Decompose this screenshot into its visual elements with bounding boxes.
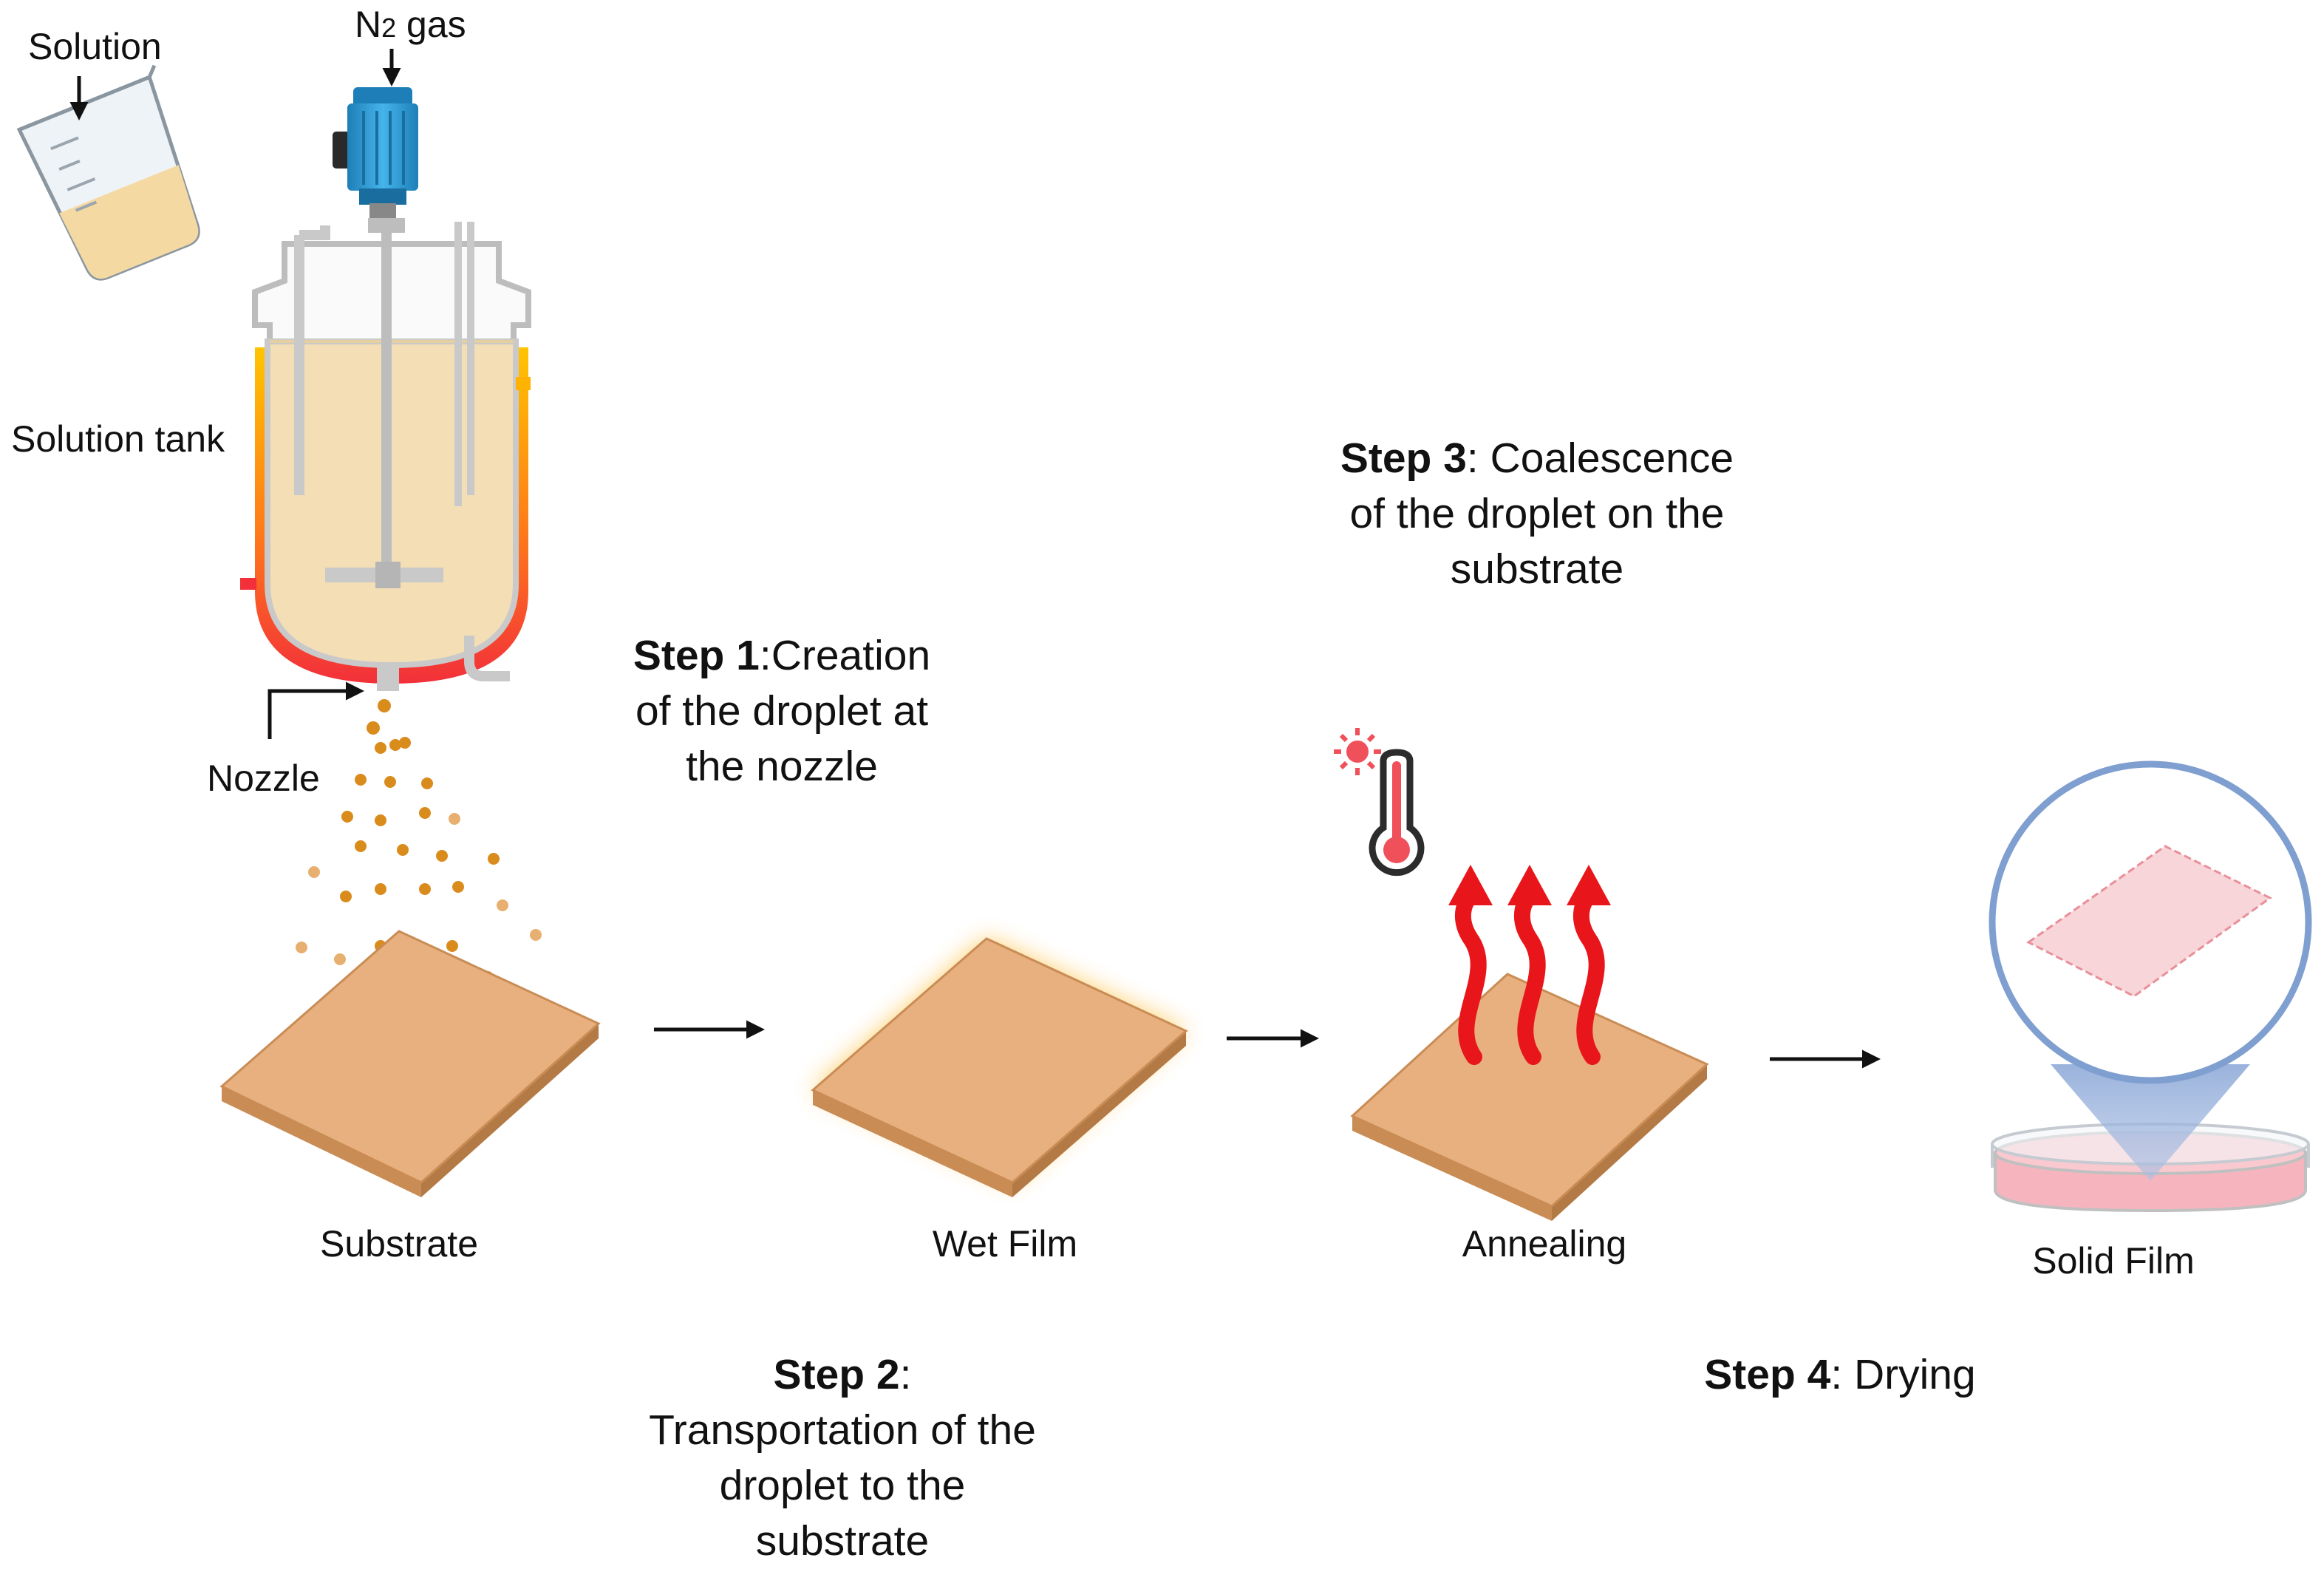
solution-tank	[240, 218, 531, 691]
heat-arrow-head	[1567, 865, 1611, 905]
droplet	[384, 776, 396, 788]
n2-gas-text: gas	[396, 4, 466, 45]
nozzle-label: Nozzle	[207, 758, 320, 799]
step3-text: : Coalescence	[1466, 435, 1734, 482]
heat-arrows-icon	[1455, 890, 1605, 1065]
droplet	[367, 721, 380, 735]
wet-film-label: Wet Film	[932, 1223, 1078, 1265]
step4-line1: Step 4: Drying	[1626, 1347, 2054, 1403]
droplet	[375, 883, 386, 895]
step4-caption: Step 4: Drying	[1626, 1347, 2054, 1403]
nozzle-arrow	[268, 681, 364, 739]
droplet	[452, 881, 464, 893]
droplet	[419, 807, 431, 819]
heat-arrow-head	[1507, 865, 1552, 905]
droplet	[375, 742, 386, 754]
thermometer-icon	[1334, 728, 1425, 877]
droplet	[308, 866, 320, 878]
annealing-plate	[1350, 973, 1709, 1221]
step3-line3: substrate	[1450, 545, 1624, 593]
step4-text: : Drying	[1830, 1351, 1976, 1398]
step2-text: :	[899, 1351, 912, 1398]
solution-tank-label: Solution tank	[11, 418, 225, 460]
motor-icon	[333, 87, 418, 218]
droplet	[419, 883, 431, 895]
step2-caption: Step 2: Transportation of the droplet to…	[599, 1347, 1086, 1569]
step2-title: Step 2	[773, 1351, 900, 1398]
droplet	[355, 774, 367, 786]
droplet	[421, 777, 433, 789]
droplet	[296, 942, 307, 953]
annealing-label: Annealing	[1462, 1223, 1627, 1265]
droplet	[530, 929, 542, 941]
step1-line1: Step 1:Creation	[597, 628, 967, 684]
droplet	[436, 850, 448, 862]
droplet	[341, 811, 353, 823]
solution-label: Solution	[28, 26, 162, 67]
droplet	[389, 739, 401, 751]
droplet	[378, 699, 391, 712]
droplet	[446, 940, 458, 952]
step1-caption: Step 1:Creation of the droplet at the no…	[597, 628, 967, 794]
step3-title: Step 3	[1340, 435, 1467, 482]
magnifier-icon	[1989, 760, 2312, 1084]
wet-film-plate	[811, 937, 1188, 1197]
solid-film-sample	[2026, 845, 2272, 998]
droplet	[397, 844, 409, 856]
step2-line4: substrate	[755, 1517, 930, 1565]
step2-line3: droplet to the	[719, 1462, 966, 1509]
n2-symbol: N	[355, 4, 382, 45]
step4-title: Step 4	[1704, 1351, 1831, 1398]
droplet	[497, 899, 508, 911]
droplet	[449, 813, 460, 825]
step1-title: Step 1	[633, 632, 760, 679]
n2-gas-label: N2 gas	[355, 4, 466, 45]
droplet	[488, 853, 500, 865]
step1-line3: the nozzle	[686, 743, 878, 790]
droplet	[355, 840, 367, 852]
n2-subscript: 2	[381, 13, 397, 43]
droplet	[340, 891, 352, 902]
droplet	[375, 814, 386, 826]
substrate-plate	[219, 930, 601, 1197]
step2-line2: Transportation of the	[649, 1406, 1036, 1454]
heat-arrow-head	[1448, 865, 1493, 905]
step3-caption: Step 3: Coalescence of the droplet on th…	[1301, 431, 1773, 597]
beaker-icon	[16, 64, 200, 281]
step1-line2: of the droplet at	[635, 687, 929, 735]
step1-text: :Creation	[759, 632, 931, 679]
solid-film-label: Solid Film	[2032, 1240, 2195, 1282]
droplet	[399, 737, 411, 749]
step3-line1: Step 3: Coalescence	[1301, 431, 1773, 486]
step3-line2: of the droplet on the	[1349, 490, 1725, 537]
droplet	[334, 953, 346, 965]
magnifier-beam	[2051, 1064, 2250, 1181]
substrate-label: Substrate	[319, 1223, 478, 1265]
step2-line1: Step 2:	[599, 1347, 1086, 1403]
